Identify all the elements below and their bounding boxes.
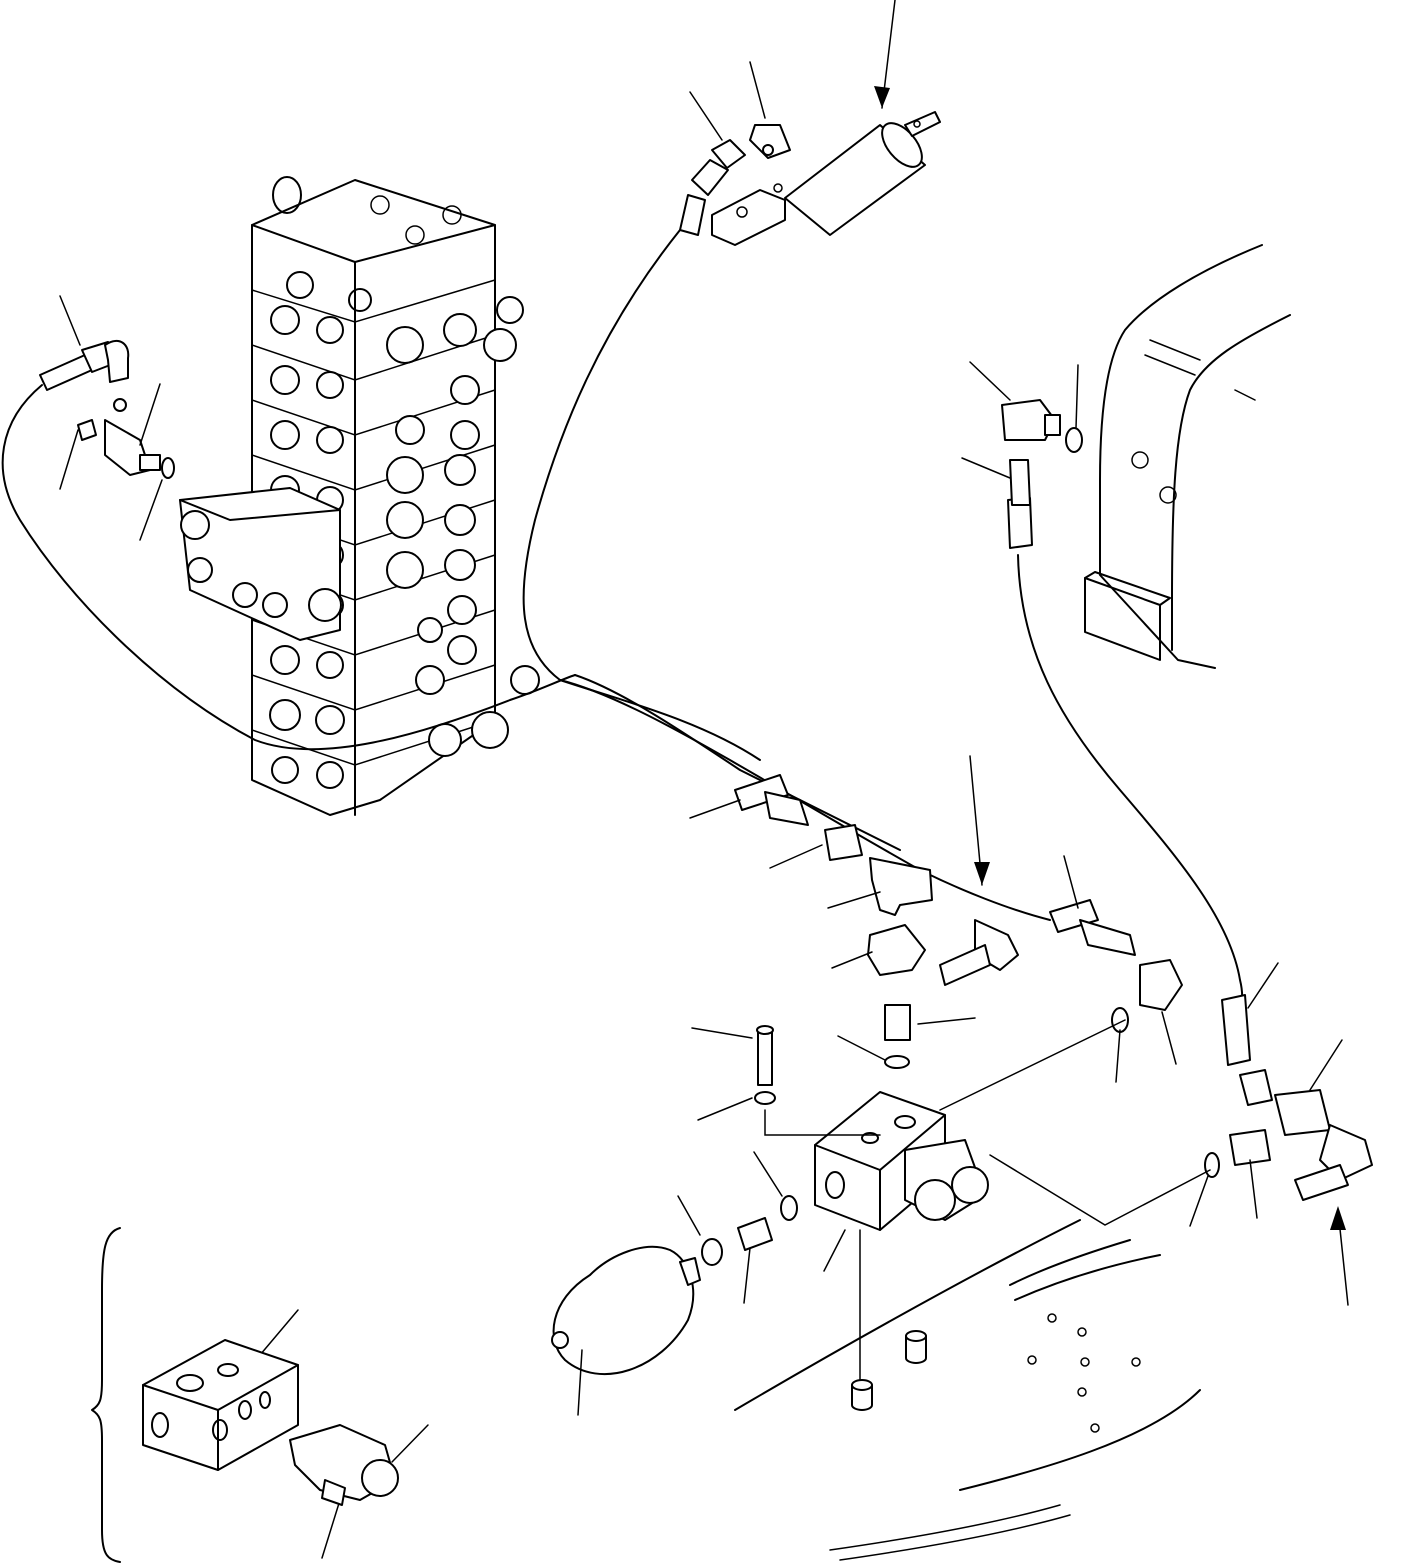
accumulator-with-fittings xyxy=(551,1195,798,1376)
elbow-fitting-left xyxy=(77,398,175,479)
elbow-fitting-top xyxy=(749,124,791,159)
tee-fittings-center xyxy=(824,824,933,1069)
hydraulic-hoses xyxy=(1,229,1244,1021)
machine-floor-plate xyxy=(734,1219,1201,1561)
elbow-fitting-center-right xyxy=(939,919,1183,1033)
valve-manifold-block xyxy=(814,1091,989,1231)
cross-fittings-right xyxy=(1204,1069,1373,1201)
hose-ends xyxy=(39,139,1251,1066)
machine-cab-outline xyxy=(1084,244,1291,669)
leader-lines xyxy=(59,0,1349,1559)
inset-detail xyxy=(91,1227,399,1563)
arrowheads xyxy=(874,86,1346,1230)
cylinder-assembly xyxy=(711,111,941,246)
bolt-and-washer xyxy=(754,1025,776,1105)
main-control-valve-stack xyxy=(179,176,540,816)
elbow-fitting-right-top xyxy=(1001,399,1083,453)
